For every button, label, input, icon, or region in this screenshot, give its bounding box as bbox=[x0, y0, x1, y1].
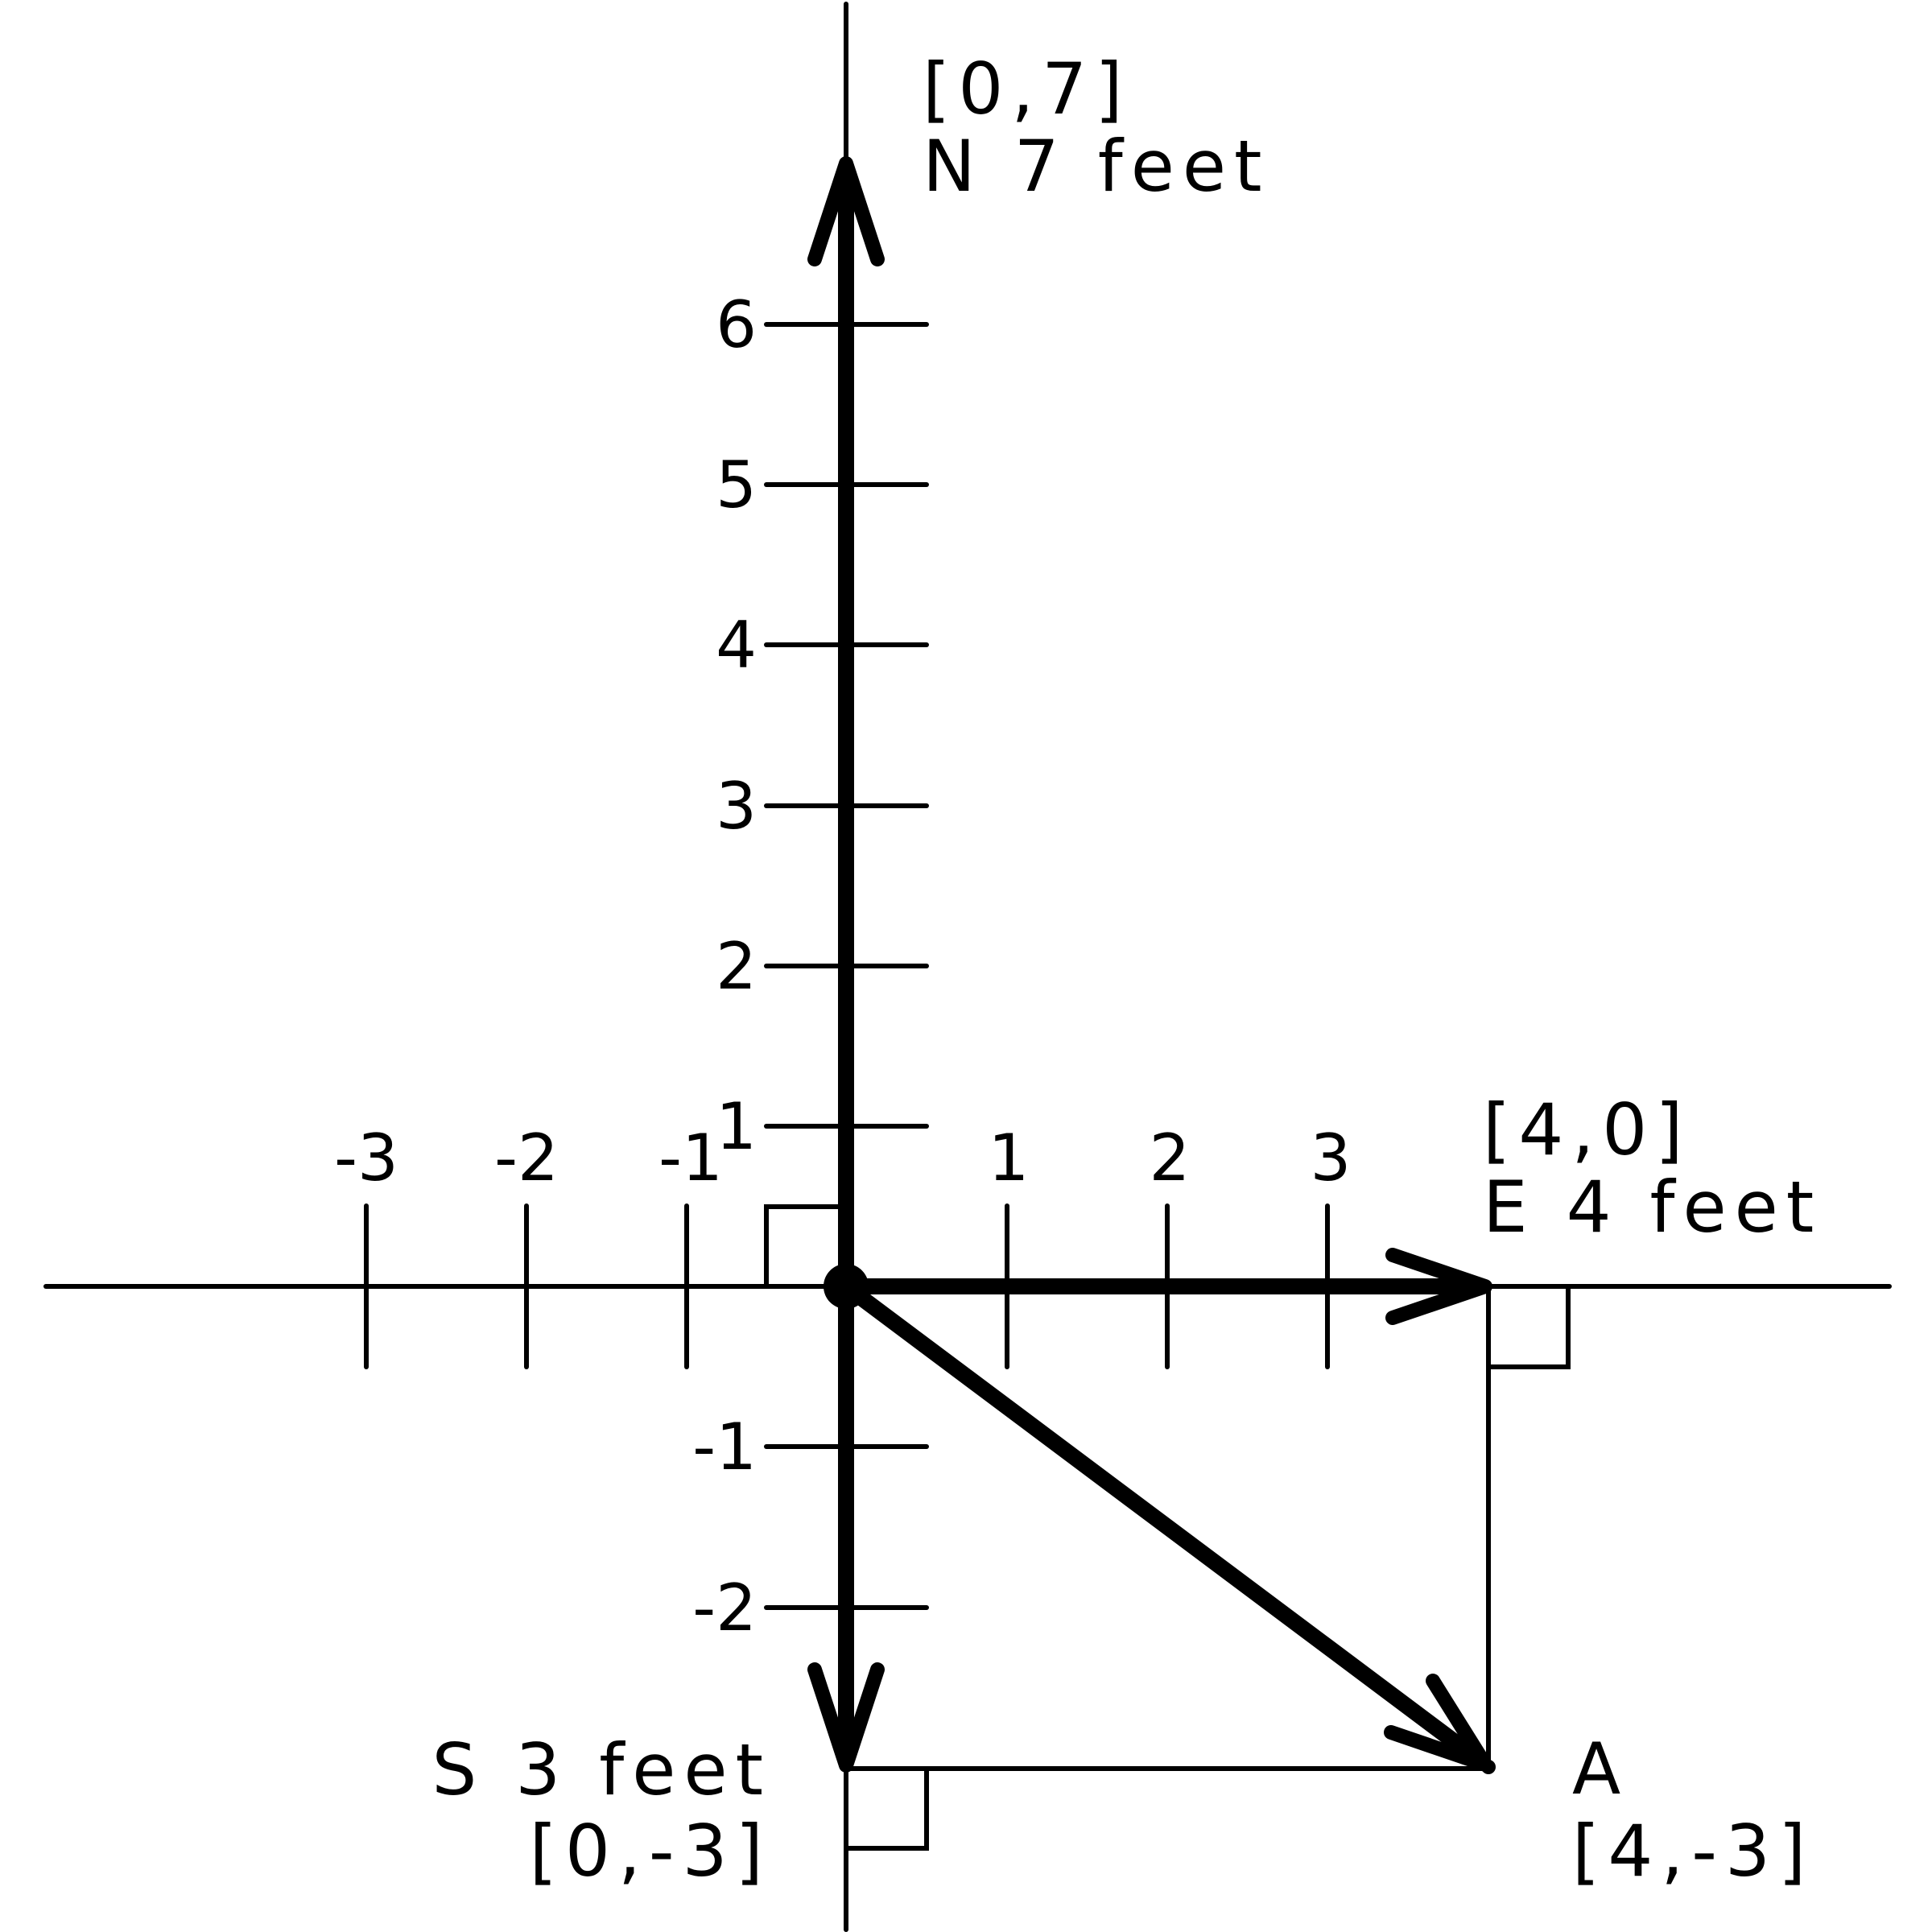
y-tick-label: -2 bbox=[692, 1571, 757, 1645]
right-angle-markers bbox=[764, 1204, 1571, 1851]
x-tick-labels: -3 -2 -1 1 2 3 bbox=[334, 1121, 1351, 1195]
point-a bbox=[1481, 1760, 1496, 1774]
right-angle-east bbox=[1488, 1286, 1571, 1369]
east-arrowhead-icon bbox=[1385, 1248, 1492, 1325]
x-tick-label: -2 bbox=[494, 1121, 559, 1195]
south-coord-label: [0,-3] bbox=[530, 1810, 771, 1893]
x-tick-label: 2 bbox=[1150, 1121, 1191, 1195]
y-tick-label: 1 bbox=[716, 1089, 757, 1164]
y-tick-label: 4 bbox=[716, 608, 757, 683]
right-angle-south bbox=[846, 1769, 929, 1851]
y-tick-label: 3 bbox=[716, 769, 757, 844]
y-tick-label: 2 bbox=[716, 929, 757, 1004]
south-distance-label: S 3 feet bbox=[431, 1728, 771, 1811]
north-arrowhead-icon bbox=[807, 156, 885, 266]
north-vector bbox=[807, 156, 885, 1294]
y-tick-label: -1 bbox=[692, 1410, 757, 1484]
point-a-label: A bbox=[1572, 1728, 1629, 1810]
east-vector bbox=[838, 1248, 1492, 1325]
point-a-coord-label: [4,-3] bbox=[1572, 1810, 1814, 1893]
x-tick-label: -3 bbox=[334, 1121, 398, 1195]
south-vector bbox=[807, 1278, 885, 1773]
x-tick-label: 1 bbox=[989, 1121, 1030, 1195]
origin-point bbox=[824, 1264, 869, 1309]
south-arrowhead-icon bbox=[807, 1662, 885, 1773]
east-coord-label: [4,0] bbox=[1483, 1088, 1691, 1171]
right-angle-origin bbox=[764, 1204, 846, 1286]
y-tick-label: 5 bbox=[716, 448, 757, 522]
x-tick-label: -1 bbox=[658, 1121, 723, 1195]
north-coord-label: [0,7] bbox=[923, 47, 1131, 130]
y-tick-labels: 6 5 4 3 2 1 -1 -2 bbox=[692, 287, 757, 1645]
east-distance-label: E 4 feet bbox=[1483, 1166, 1822, 1249]
x-tick-label: 3 bbox=[1311, 1121, 1352, 1195]
north-distance-label: N 7 feet bbox=[923, 125, 1270, 208]
y-tick-label: 6 bbox=[716, 287, 757, 362]
